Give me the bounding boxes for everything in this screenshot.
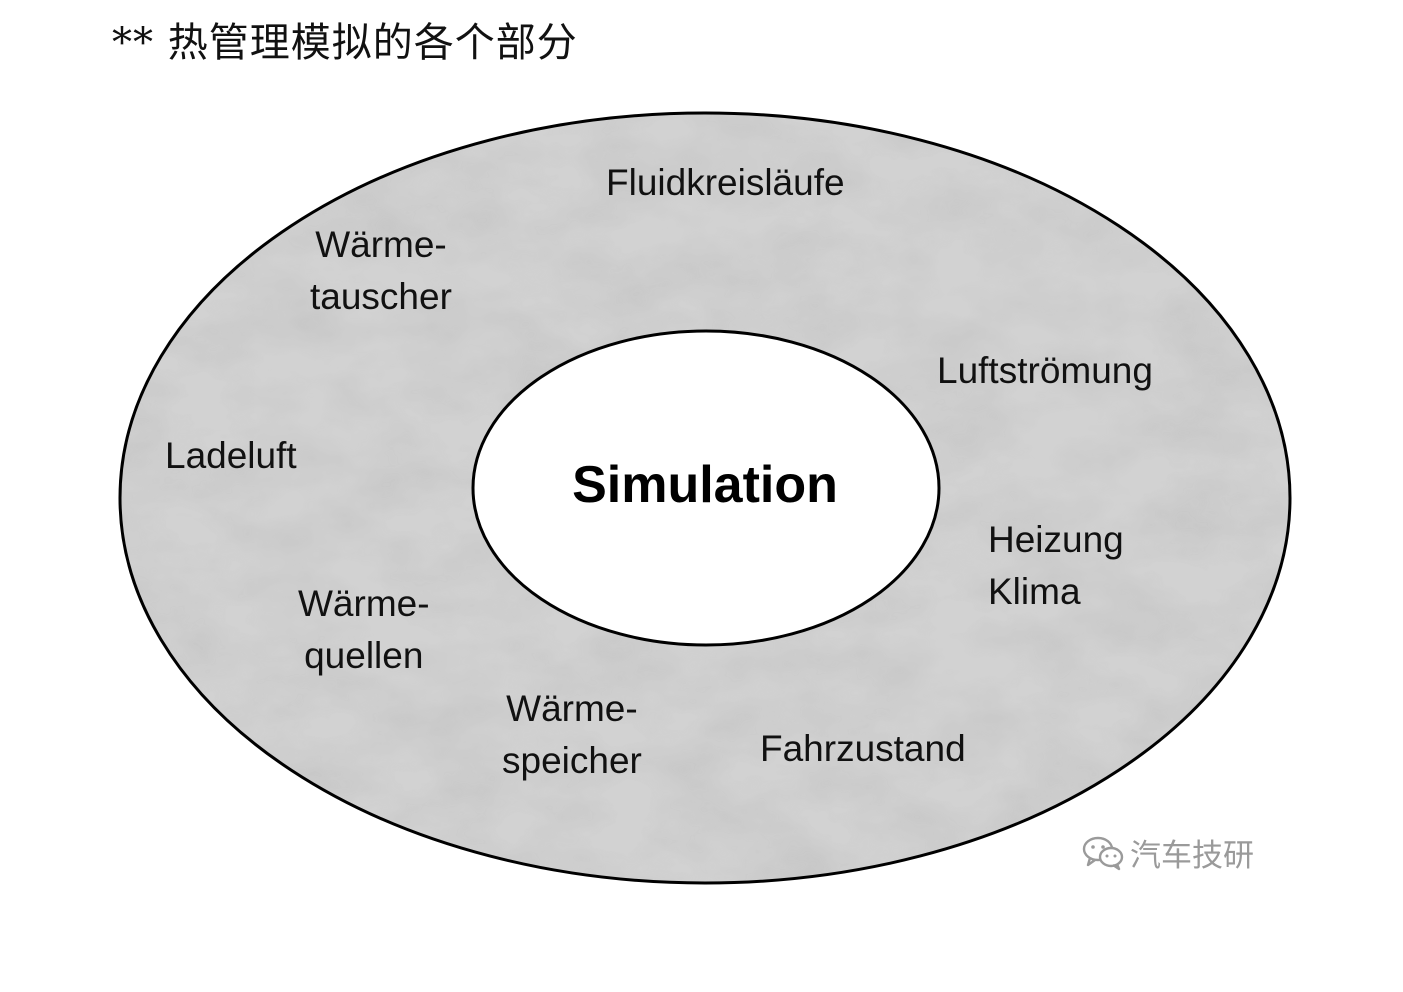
- outer-ring-border: [118, 111, 1292, 885]
- label-ladeluft: Ladeluft: [165, 430, 297, 482]
- watermark: 汽车技研: [1082, 830, 1254, 875]
- label-heizung-klima: Heizung Klima: [988, 514, 1124, 618]
- label-fahrzustand: Fahrzustand: [760, 723, 966, 775]
- label-waermespeicher: Wärme- speicher: [502, 683, 642, 787]
- label-fluidkreislaeufe-text: Fluidkreisläufe: [606, 162, 845, 203]
- label-waermespeicher-line1: Wärme-: [506, 688, 638, 729]
- label-waermequellen-line1: Wärme-: [298, 583, 430, 624]
- label-fluidkreislaeufe: Fluidkreisläufe: [606, 157, 845, 209]
- wechat-icon: [1082, 836, 1124, 870]
- label-waermetauscher-line1: Wärme-: [315, 224, 447, 265]
- label-fahrzustand-text: Fahrzustand: [760, 728, 966, 769]
- label-waermetauscher-line2: tauscher: [310, 276, 452, 317]
- label-waermequellen: Wärme- quellen: [298, 578, 430, 682]
- label-luftstroemung-text: Luftströmung: [937, 350, 1153, 391]
- watermark-text: 汽车技研: [1130, 838, 1254, 874]
- center-ellipse: [471, 329, 941, 647]
- page-title: ** 热管理模拟的各个部分: [112, 20, 578, 66]
- label-waermespeicher-line2: speicher: [502, 740, 642, 781]
- label-luftstroemung: Luftströmung: [937, 345, 1153, 397]
- label-waermequellen-line2: quellen: [304, 635, 424, 676]
- label-heizung-line1: Heizung: [988, 519, 1124, 560]
- label-waermetauscher: Wärme- tauscher: [310, 219, 452, 323]
- label-klima-line2: Klima: [988, 571, 1081, 612]
- label-ladeluft-text: Ladeluft: [165, 435, 297, 476]
- center-label-simulation: Simulation: [572, 456, 838, 514]
